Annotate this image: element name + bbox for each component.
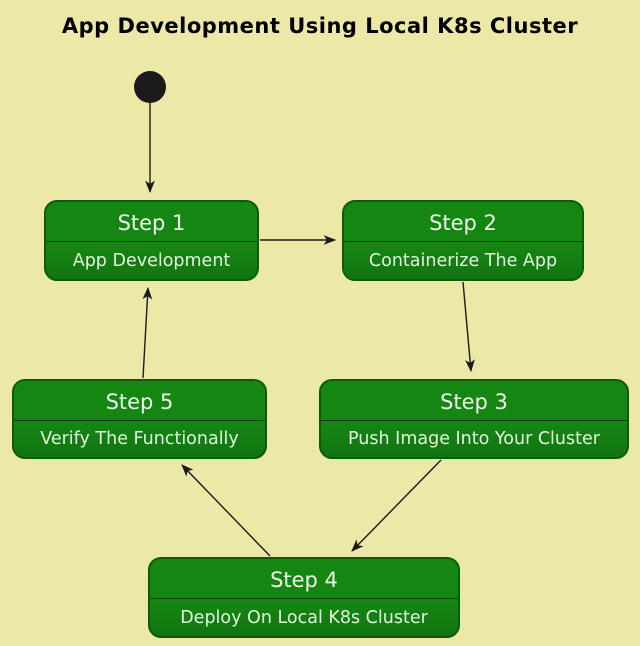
node-divider	[321, 420, 627, 421]
edge-step2-to-step3	[462, 281, 475, 373]
node-step-5-description: Verify The Functionally	[40, 429, 239, 449]
node-step-1-title: Step 1	[117, 210, 186, 235]
diagram-title: App Development Using Local K8s Cluster	[61, 14, 579, 38]
node-step-3: Step 3 Push Image Into Your Cluster	[319, 379, 629, 459]
node-step-4: Step 4 Deploy On Local K8s Cluster	[148, 557, 460, 638]
node-step-1: Step 1 App Development	[44, 200, 259, 281]
node-step-3-description: Push Image Into Your Cluster	[348, 429, 600, 449]
node-step-2-description: Containerize The App	[368, 250, 558, 271]
initial-state-node	[134, 71, 166, 103]
edge-step3-to-step4	[351, 459, 442, 552]
node-step-4-title: Step 4	[270, 567, 338, 592]
node-divider	[150, 598, 458, 599]
node-step-2: Step 2 Containerize The App	[342, 200, 584, 281]
node-divider	[46, 241, 257, 242]
node-divider	[344, 241, 582, 242]
node-step-5-title: Step 5	[105, 389, 174, 414]
edge-step4-to-step5	[181, 464, 271, 557]
node-step-5: Step 5 Verify The Functionally	[12, 379, 267, 459]
node-divider	[14, 420, 265, 421]
node-step-3-title: Step 3	[440, 389, 508, 414]
node-step-1-description: App Development	[72, 250, 231, 271]
edge-step5-to-step1	[142, 286, 153, 379]
node-step-2-title: Step 2	[429, 210, 497, 235]
node-step-4-description: Deploy On Local K8s Cluster	[180, 607, 428, 628]
